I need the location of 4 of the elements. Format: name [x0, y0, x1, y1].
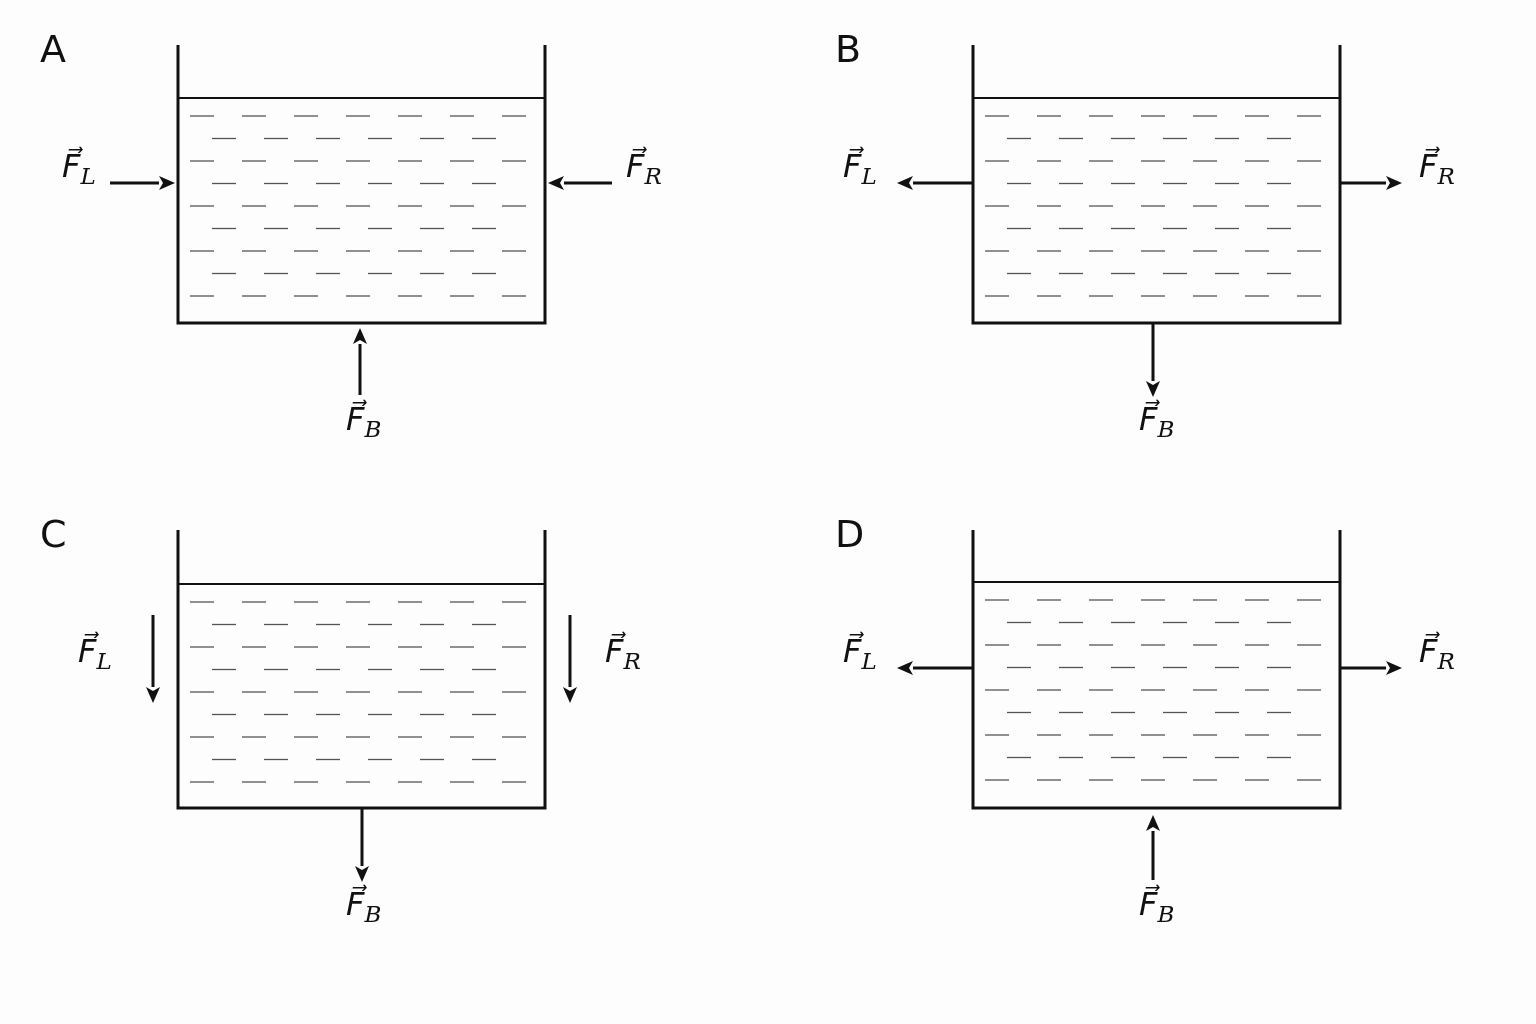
panel-letter: D — [835, 515, 865, 553]
panel-letter: A — [40, 30, 66, 68]
panel-letter: B — [835, 30, 862, 68]
panel-letter: C — [40, 515, 67, 553]
